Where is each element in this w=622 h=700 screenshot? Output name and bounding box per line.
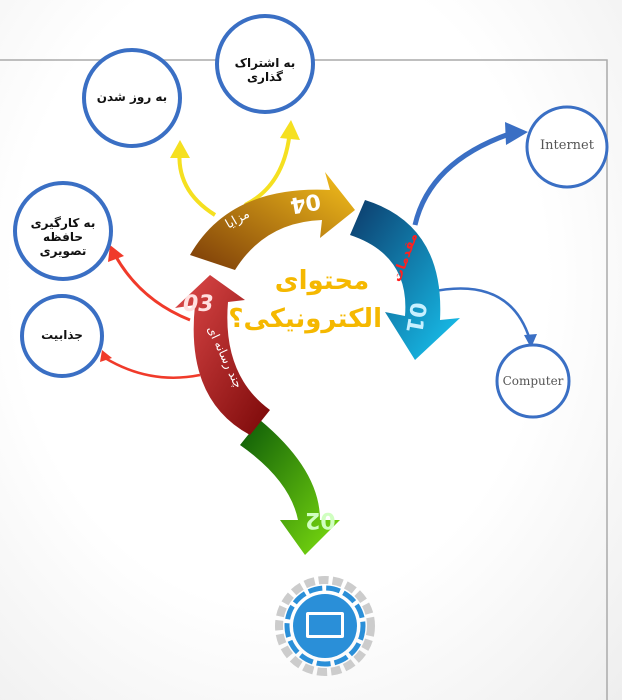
circle-internet [525, 105, 609, 189]
arrow-attraction [104, 356, 201, 379]
segment-04-arrow [190, 172, 355, 270]
arrow-computer [429, 287, 532, 341]
circle-sharing [215, 14, 315, 114]
circle-attraction [20, 294, 104, 378]
segment-02-number: 02 [305, 507, 336, 532]
segment-01-arrow [350, 200, 460, 360]
circle-internet-label: Internet [540, 138, 594, 153]
segment-02-arrow [240, 420, 340, 555]
circle-update-label: به روز شدن [96, 90, 168, 104]
center-title-line1: محتوای [274, 266, 370, 296]
arrow-internet [412, 129, 516, 226]
circle-visual-memory [13, 181, 113, 281]
arrow-visual-memory [113, 254, 191, 322]
circle-visual-memory-label: به کارگیری حافظه تصویری [30, 216, 96, 258]
circle-computer-label: Computer [502, 374, 564, 388]
frame-border [0, 59, 608, 700]
center-title: محتوای الکترونیکی؟ [228, 262, 382, 338]
circle-attraction-label: جذابیت [41, 328, 83, 342]
segment-03-number: 03 [183, 292, 214, 317]
segment-03-arrow [175, 275, 270, 435]
center-title-line2: الکترونیکی؟ [228, 304, 382, 334]
arrow-update [177, 147, 217, 217]
segment-01-number: 01 [400, 300, 431, 335]
circle-update [82, 48, 182, 148]
circle-sharing-label: به اشتراک گذاری [234, 56, 296, 84]
segment-04-number: 04 [288, 187, 323, 218]
circle-computer [495, 343, 571, 419]
monitor-icon [275, 576, 375, 676]
